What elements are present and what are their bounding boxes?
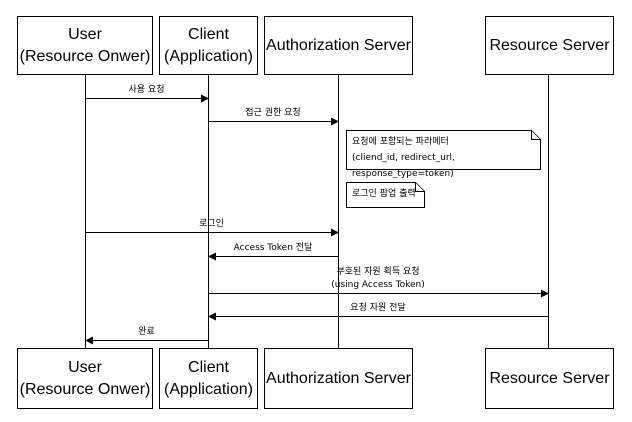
actor-client-bottom: Client (Application) bbox=[159, 348, 258, 409]
actor-user-top: User (Resource Onwer) bbox=[17, 16, 153, 75]
actor-client-name: Client bbox=[188, 358, 229, 376]
message-label-m5-line1: 부호된 자원 획득 요청 bbox=[336, 267, 420, 277]
actor-user-name: User bbox=[68, 25, 102, 43]
actor-resource-name: Resource Server bbox=[489, 369, 610, 387]
message-label-m5-line2: (using Access Token) bbox=[331, 280, 425, 290]
actor-auth-name: Authorization Server bbox=[266, 36, 411, 54]
actor-resource-top: Resource Server bbox=[485, 16, 614, 75]
message-label-m3: 로그인 bbox=[199, 219, 224, 229]
note-parameters-title: 요청에 포함되는 파라메터 bbox=[352, 137, 449, 147]
message-label-m7: 완료 bbox=[138, 327, 155, 337]
actor-client-name: Client bbox=[188, 25, 229, 43]
note-login-popup: 로그인 팝업 출력 bbox=[346, 182, 425, 208]
actor-auth-name: Authorization Server bbox=[266, 369, 411, 387]
message-label-m4: Access Token 전달 bbox=[233, 243, 313, 253]
actor-auth-top: Authorization Server bbox=[264, 16, 413, 75]
actor-client-role: (Application) bbox=[164, 380, 253, 398]
actor-user-name: User bbox=[68, 358, 102, 376]
message-label-m2: 접근 권한 요청 bbox=[245, 108, 301, 118]
actor-resource-bottom: Resource Server bbox=[485, 348, 614, 409]
actor-user-bottom: User (Resource Onwer) bbox=[17, 348, 153, 409]
note-parameters: 요청에 포함되는 파라메터 (cliend_id, redirect_url, … bbox=[346, 130, 541, 179]
note-parameters-detail: (cliend_id, redirect_url, response_type=… bbox=[352, 153, 455, 179]
actor-client-role: (Application) bbox=[164, 47, 253, 65]
note-login-popup-text: 로그인 팝업 출력 bbox=[352, 189, 416, 199]
actor-user-role: (Resource Onwer) bbox=[19, 47, 151, 65]
actor-client-top: Client (Application) bbox=[159, 16, 258, 75]
actor-resource-name: Resource Server bbox=[489, 36, 610, 54]
actor-auth-bottom: Authorization Server bbox=[264, 348, 413, 409]
actor-user-role: (Resource Onwer) bbox=[19, 380, 151, 398]
message-label-m1: 사용 요청 bbox=[128, 85, 165, 95]
message-label-m6: 요청 자원 전달 bbox=[350, 303, 406, 313]
